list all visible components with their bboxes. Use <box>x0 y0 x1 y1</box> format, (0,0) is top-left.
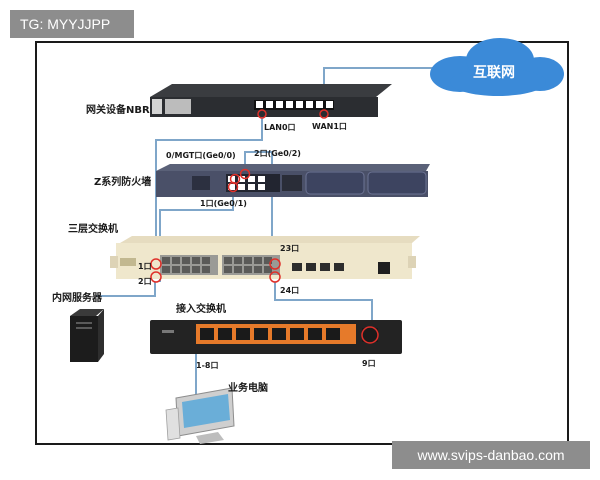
server-label: 内网服务器 <box>52 291 103 304</box>
cable-lan0-mgt <box>155 114 263 257</box>
port-p24-label: 24口 <box>280 286 299 295</box>
core-switch-icon <box>110 236 420 283</box>
internet-cloud-icon <box>430 38 564 96</box>
pc-label: 业务电脑 <box>228 381 268 394</box>
core-switch-label: 三层交换机 <box>68 222 118 235</box>
port-p23-label: 23口 <box>280 244 299 253</box>
port-p9-label: 9口 <box>362 359 376 368</box>
access-switch-icon <box>150 320 402 354</box>
cable-server <box>96 282 156 297</box>
port-p2-label: 2口 <box>138 277 152 286</box>
pc-icon <box>165 387 235 444</box>
cloud-label: 互联网 <box>473 65 515 81</box>
gateway-device-icon <box>150 84 392 119</box>
port-lan0-label: LAN0口 <box>264 123 296 132</box>
port-p2-ge02-label: 2口(Ge0/2) <box>254 149 301 158</box>
port-p1-ge01-label: 1口(Ge0/1) <box>200 199 247 208</box>
firewall-label: Z系列防火墙 <box>94 175 151 188</box>
tg-badge: TG: MYYJJPP <box>10 10 134 38</box>
cable-fw-23 <box>244 151 273 268</box>
gateway-label: 网关设备NBR <box>86 103 150 116</box>
watermark-banner: www.svips-danbao.com <box>392 441 590 469</box>
firewall-device-icon <box>156 164 430 197</box>
cable-24-9 <box>274 282 373 334</box>
server-icon <box>70 309 104 362</box>
port-p1-8-label: 1-8口 <box>196 361 218 370</box>
port-p1-label: 1口 <box>138 262 152 271</box>
access-switch-label: 接入交换机 <box>176 302 226 315</box>
port-wan1-label: WAN1口 <box>312 122 347 131</box>
port-mgt-label: 0/MGT口(Ge0/0) <box>166 151 236 160</box>
